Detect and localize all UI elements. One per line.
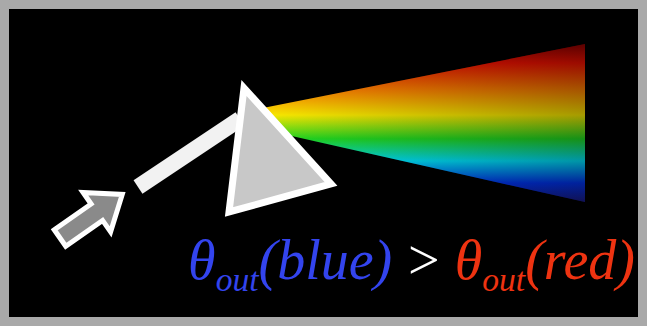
subscript: out — [482, 261, 525, 298]
subscript: out — [216, 261, 259, 298]
theta-symbol: θ — [188, 229, 216, 291]
color-label: (blue) — [259, 229, 393, 291]
color-label: (red) — [525, 229, 635, 291]
light-beam — [138, 119, 240, 187]
prism — [229, 88, 331, 212]
theta-symbol: θ — [455, 229, 483, 291]
comparison-sign: > — [405, 229, 443, 291]
angle-relation: θout(blue)>θout(red) — [188, 230, 635, 299]
input-arrow — [46, 175, 136, 258]
black-ground — [9, 9, 638, 317]
